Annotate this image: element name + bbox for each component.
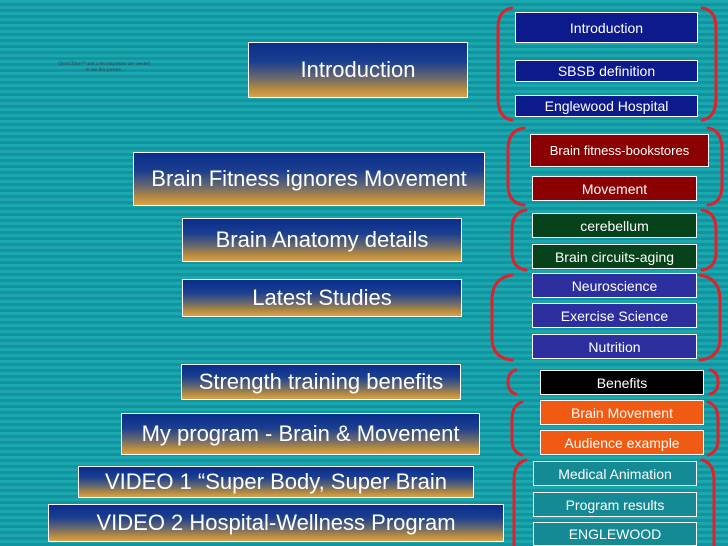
side-button-benefits[interactable]: Benefits: [540, 370, 704, 395]
bracket-left-anatomy: [510, 208, 528, 272]
main-button-introduction[interactable]: Introduction: [248, 42, 468, 98]
bracket-left-benefits: [506, 368, 518, 396]
main-button-video-1[interactable]: VIDEO 1 “Super Body, Super Brain: [78, 466, 474, 498]
bracket-left-brain-fitness: [506, 126, 526, 207]
side-button-englewood[interactable]: ENGLEWOOD: [533, 522, 697, 546]
side-button-brain-movement[interactable]: Brain Movement: [540, 400, 704, 425]
bracket-left-intro: [496, 6, 514, 122]
side-button-nutrition[interactable]: Nutrition: [532, 334, 697, 359]
side-button-cerebellum[interactable]: cerebellum: [532, 213, 697, 238]
side-button-exercise-science[interactable]: Exercise Science: [532, 303, 697, 328]
side-button-movement[interactable]: Movement: [532, 176, 697, 201]
side-button-program-results[interactable]: Program results: [533, 492, 697, 517]
main-button-my-program[interactable]: My program - Brain & Movement: [121, 413, 480, 455]
main-button-brain-fitness[interactable]: Brain Fitness ignores Movement: [133, 152, 485, 206]
side-button-medical-animation[interactable]: Medical Animation: [533, 461, 697, 486]
side-button-brain-fitness-bookstores[interactable]: Brain fitness-bookstores: [530, 134, 709, 167]
bracket-right-videos: [700, 458, 716, 546]
side-button-brain-circuits-aging[interactable]: Brain circuits-aging: [532, 244, 697, 269]
bracket-right-intro: [700, 6, 718, 122]
side-button-audience-example[interactable]: Audience example: [540, 430, 704, 455]
bracket-left-program: [510, 400, 524, 457]
side-button-introduction[interactable]: Introduction: [515, 12, 698, 43]
bracket-left-videos: [512, 458, 528, 546]
side-button-sbsb-definition[interactable]: SBSB definition: [515, 60, 698, 82]
bracket-right-benefits: [708, 368, 720, 396]
side-button-neuroscience[interactable]: Neuroscience: [532, 273, 697, 298]
side-button-englewood-hospital[interactable]: Englewood Hospital: [515, 95, 698, 117]
bracket-right-program: [706, 400, 720, 457]
main-button-brain-anatomy[interactable]: Brain Anatomy details: [182, 218, 462, 262]
bracket-right-brain-fitness: [706, 126, 724, 207]
main-button-video-2[interactable]: VIDEO 2 Hospital-Wellness Program: [48, 504, 504, 542]
quicktime-placeholder: QuickTime™ and a decompressor are needed…: [58, 62, 150, 73]
main-button-strength-training[interactable]: Strength training benefits: [181, 364, 461, 400]
bracket-right-studies: [698, 273, 722, 362]
main-button-latest-studies[interactable]: Latest Studies: [182, 279, 462, 317]
bracket-left-studies: [490, 273, 514, 362]
bracket-right-anatomy: [700, 208, 718, 272]
